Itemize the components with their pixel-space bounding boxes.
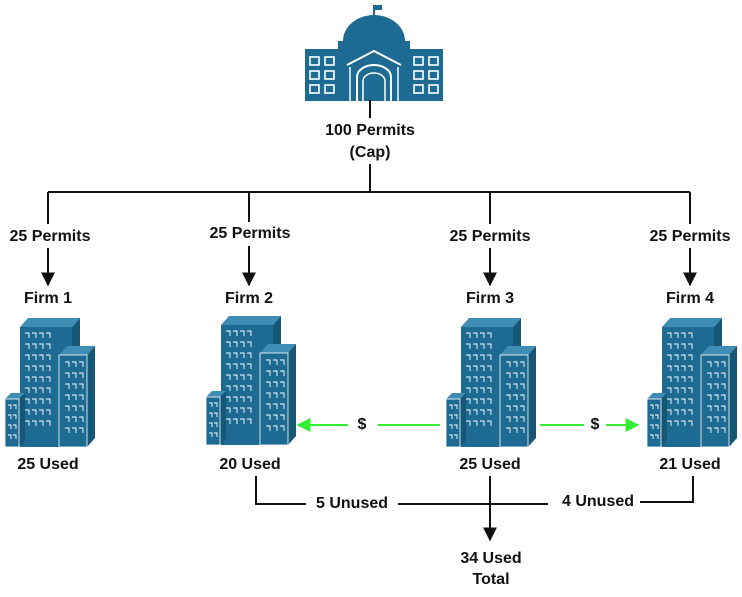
- total-used-line2: Total: [472, 571, 510, 588]
- firm2-unused-label: 5 Unused: [315, 495, 389, 512]
- firm2-building-icon: [205, 315, 297, 446]
- firm3-used-label: 25 Used: [459, 456, 521, 473]
- firm3-name: Firm 3: [465, 290, 515, 307]
- firm2-allocation-label: 25 Permits: [209, 225, 291, 242]
- firm4-building-icon: [646, 317, 738, 448]
- total-used-line1: 34 Used: [460, 550, 522, 567]
- firm2-used-label: 20 Used: [219, 456, 281, 473]
- cap-label-line2: (Cap): [349, 144, 391, 161]
- government-building-icon: [305, 5, 443, 101]
- firm2-name: Firm 2: [224, 290, 274, 307]
- firm4-unused-label: 4 Unused: [561, 493, 635, 510]
- firm3-building-icon: [445, 317, 537, 448]
- firm3-allocation-label: 25 Permits: [449, 228, 531, 245]
- firm1-allocation-label: 25 Permits: [9, 228, 91, 245]
- distribution-lines: [47, 100, 691, 224]
- trade-dollar-left: $: [357, 416, 367, 433]
- firm1-building-icon: [4, 317, 96, 448]
- firm4-allocation-label: 25 Permits: [649, 228, 731, 245]
- cap-label-line1: 100 Permits: [325, 122, 415, 139]
- firm1-name: Firm 1: [23, 290, 73, 307]
- unused-lines: [255, 476, 694, 542]
- firm4-name: Firm 4: [665, 290, 715, 307]
- allocation-arrows: [41, 246, 697, 287]
- firm1-used-label: 25 Used: [17, 456, 79, 473]
- firm4-used-label: 21 Used: [659, 456, 721, 473]
- trade-dollar-right: $: [590, 416, 600, 433]
